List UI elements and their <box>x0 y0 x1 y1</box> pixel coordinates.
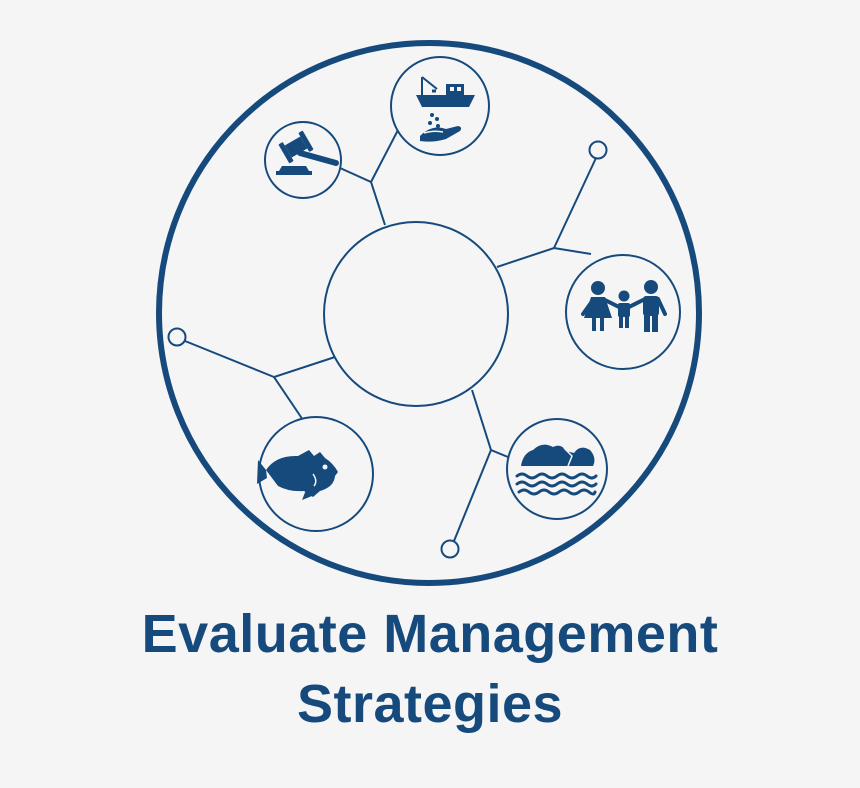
family-icon <box>565 254 681 370</box>
gavel-icon <box>264 121 342 199</box>
center-hub <box>323 221 509 407</box>
connector-bottom-node <box>453 449 492 542</box>
fish-icon <box>257 416 374 532</box>
connector-fish <box>272 356 336 421</box>
management-cycle-diagram <box>156 40 702 586</box>
connector-top-right-node <box>553 157 597 249</box>
outer-ring <box>156 40 702 586</box>
title-line-2: Strategies <box>296 674 564 734</box>
connector-left-node <box>184 340 275 378</box>
fishing-boat-icon <box>390 56 490 156</box>
connector-boat <box>370 129 399 183</box>
coastline-waves-icon <box>506 418 608 520</box>
connector-family <box>496 246 592 268</box>
node-left <box>167 327 187 347</box>
title-line-1: Evaluate Management <box>141 604 719 664</box>
node-top-right <box>588 140 608 160</box>
connector-gavel <box>339 167 386 226</box>
node-bottom <box>440 539 460 559</box>
connector-lines <box>184 129 597 542</box>
